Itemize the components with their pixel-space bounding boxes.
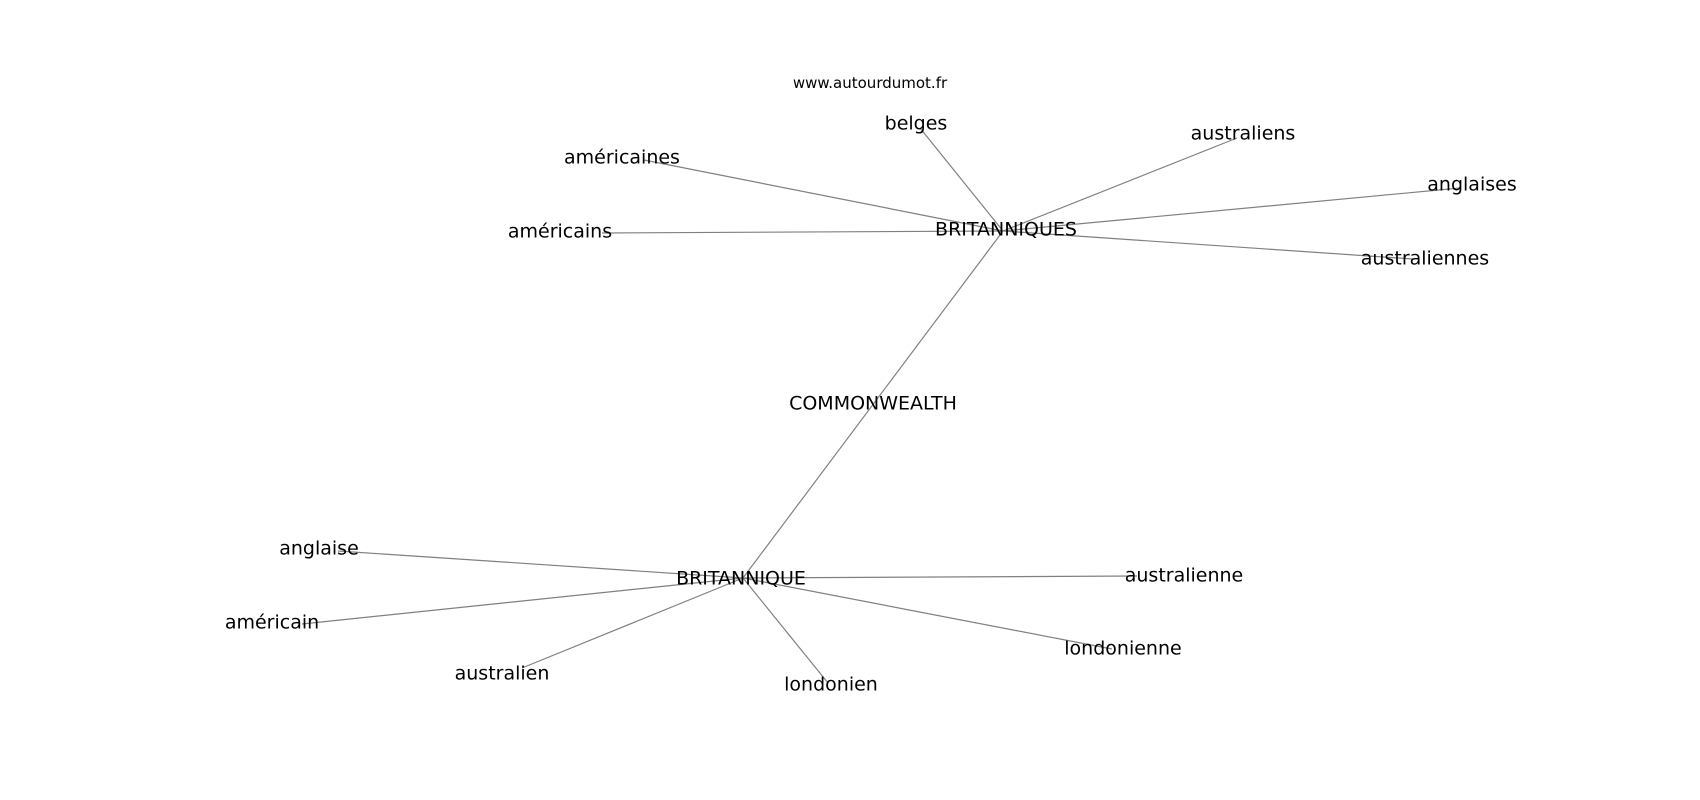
edge-britanniques-britannique — [742, 230, 1004, 579]
edge-britanniques-australiens — [1002, 137, 1238, 232]
node-anglaises[interactable]: anglaises — [1427, 174, 1516, 196]
edge-britannique-australien — [521, 577, 744, 669]
node-americain[interactable]: américain — [225, 612, 319, 634]
node-australiens[interactable]: australiens — [1191, 123, 1296, 145]
node-commonwealth[interactable]: COMMONWEALTH — [789, 393, 957, 415]
edge-britanniques-americains — [601, 230, 1004, 234]
edge-britanniques-americaines — [643, 159, 1004, 232]
edge-britanniques-australiennes — [1002, 230, 1414, 260]
labels-layer: COMMONWEALTH BRITANNIQUES BRITANNIQUE belge… — [225, 113, 1517, 696]
edge-britannique-londonienne — [742, 577, 1113, 650]
node-belges[interactable]: belges — [885, 113, 948, 135]
edge-britannique-anglaise — [337, 550, 744, 579]
watermark: www.autourdumot.fr — [793, 74, 948, 92]
edge-britannique-americain — [301, 577, 744, 625]
edge-britanniques-anglaises — [1002, 187, 1461, 232]
node-australien[interactable]: australien — [455, 663, 550, 685]
node-londonien[interactable]: londonien — [784, 674, 878, 696]
node-londonienne[interactable]: londonienne — [1064, 638, 1181, 660]
edge-britanniques-belges — [919, 127, 1004, 232]
node-anglaise[interactable]: anglaise — [279, 538, 359, 560]
node-americaines[interactable]: américaines — [564, 147, 680, 169]
node-australienne[interactable]: australienne — [1125, 565, 1244, 587]
edges-layer — [301, 127, 1461, 684]
edge-britannique-australienne — [742, 575, 1138, 579]
node-americains[interactable]: américains — [508, 221, 612, 243]
edge-britannique-londonien — [742, 577, 829, 684]
node-australiennes[interactable]: australiennes — [1361, 248, 1489, 270]
node-britanniques[interactable]: BRITANNIQUES — [935, 219, 1077, 241]
node-britannique[interactable]: BRITANNIQUE — [676, 568, 806, 590]
